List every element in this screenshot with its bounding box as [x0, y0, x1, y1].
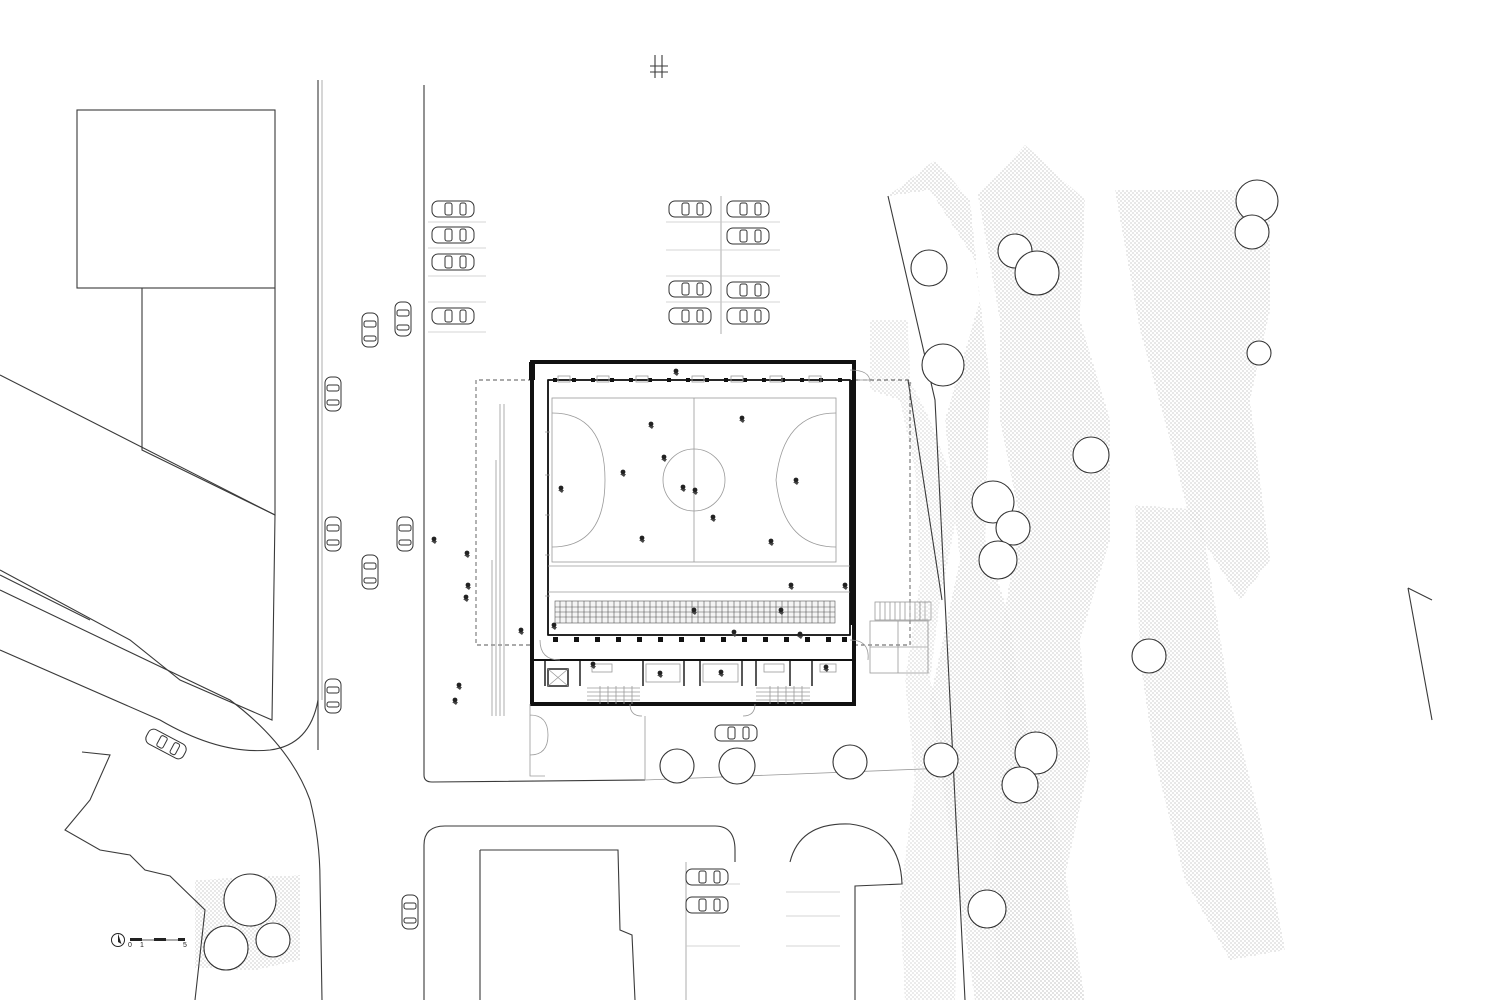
person-icon	[452, 697, 458, 705]
person-icon	[788, 582, 794, 590]
street-network	[0, 55, 1433, 1000]
person-icon	[590, 661, 596, 669]
tree-icon	[1072, 436, 1110, 474]
person-icon	[456, 682, 462, 690]
person-icon	[431, 536, 437, 544]
person-icon	[739, 415, 745, 423]
sports-hall	[475, 360, 932, 777]
car-icon	[726, 307, 770, 325]
car-icon	[685, 896, 729, 914]
neighbouring-buildings	[0, 109, 636, 1000]
tree-icon	[921, 343, 965, 387]
person-icon	[661, 454, 667, 462]
landscape-hatch	[195, 145, 1285, 1000]
tree-icon	[967, 889, 1007, 929]
person-icon	[518, 627, 524, 635]
person-icon	[558, 485, 564, 493]
tree-icon	[1014, 250, 1060, 296]
columns-top	[553, 378, 842, 382]
person-icon	[793, 477, 799, 485]
tree-icon	[910, 249, 948, 287]
car-icon	[726, 281, 770, 299]
car-icon	[324, 678, 342, 714]
person-icon	[464, 550, 470, 558]
car-icon	[726, 227, 770, 245]
car-icon	[685, 868, 729, 886]
person-icon	[673, 368, 679, 376]
car-icon	[726, 200, 770, 218]
car-icon	[668, 307, 712, 325]
car-icon	[714, 724, 758, 742]
trees	[203, 179, 1279, 971]
car-icon	[143, 726, 189, 762]
tree-icon	[1001, 766, 1039, 804]
scale-label-0: 0	[128, 942, 132, 949]
tree-icon	[718, 747, 756, 785]
tree-icon	[923, 742, 959, 778]
tree-icon	[255, 922, 291, 958]
scale-bar: 0 1 5	[128, 938, 187, 949]
person-icon	[680, 484, 686, 492]
person-icon	[648, 421, 654, 429]
parked-cars	[143, 200, 770, 930]
tree-icon	[203, 925, 249, 971]
person-icon	[710, 514, 716, 522]
person-icon	[620, 469, 626, 477]
tree-icon	[1234, 214, 1270, 250]
person-icon	[823, 664, 829, 672]
scale-label-1: 1	[140, 942, 144, 949]
car-icon	[668, 200, 712, 218]
car-icon	[361, 312, 379, 348]
tree-icon	[1014, 731, 1058, 775]
car-icon	[431, 253, 475, 271]
person-icon	[639, 535, 645, 543]
car-icon	[396, 516, 414, 552]
tree-icon	[978, 540, 1018, 580]
futsal-court	[548, 397, 850, 593]
parking-bays	[428, 196, 780, 334]
person-icon	[551, 622, 557, 630]
person-icon	[657, 670, 663, 678]
tree-icon	[1131, 638, 1167, 674]
car-icon	[431, 200, 475, 218]
person-icon	[465, 582, 471, 590]
tree-icon	[995, 510, 1031, 546]
tree-icon	[223, 873, 277, 927]
car-icon	[431, 307, 475, 325]
tree-icon	[659, 748, 695, 784]
bench-seating-top	[557, 375, 822, 383]
car-icon	[394, 301, 412, 337]
legend: 0 1 5	[111, 933, 187, 949]
person-icon	[842, 582, 848, 590]
scale-label-5: 5	[183, 942, 187, 949]
columns-bottom	[553, 637, 847, 642]
people	[431, 368, 848, 705]
car-icon	[401, 894, 419, 930]
north-arrow-icon	[111, 933, 125, 947]
car-icon	[324, 516, 342, 552]
tree-icon	[1246, 340, 1272, 366]
person-icon	[731, 629, 737, 637]
tree-icon	[971, 480, 1015, 524]
car-icon	[324, 376, 342, 412]
car-icon	[361, 554, 379, 590]
person-icon	[463, 594, 469, 602]
person-icon	[718, 669, 724, 677]
person-icon	[692, 487, 698, 495]
car-icon	[431, 226, 475, 244]
person-icon	[768, 538, 774, 546]
tree-icon	[832, 744, 868, 780]
car-icon	[668, 280, 712, 298]
